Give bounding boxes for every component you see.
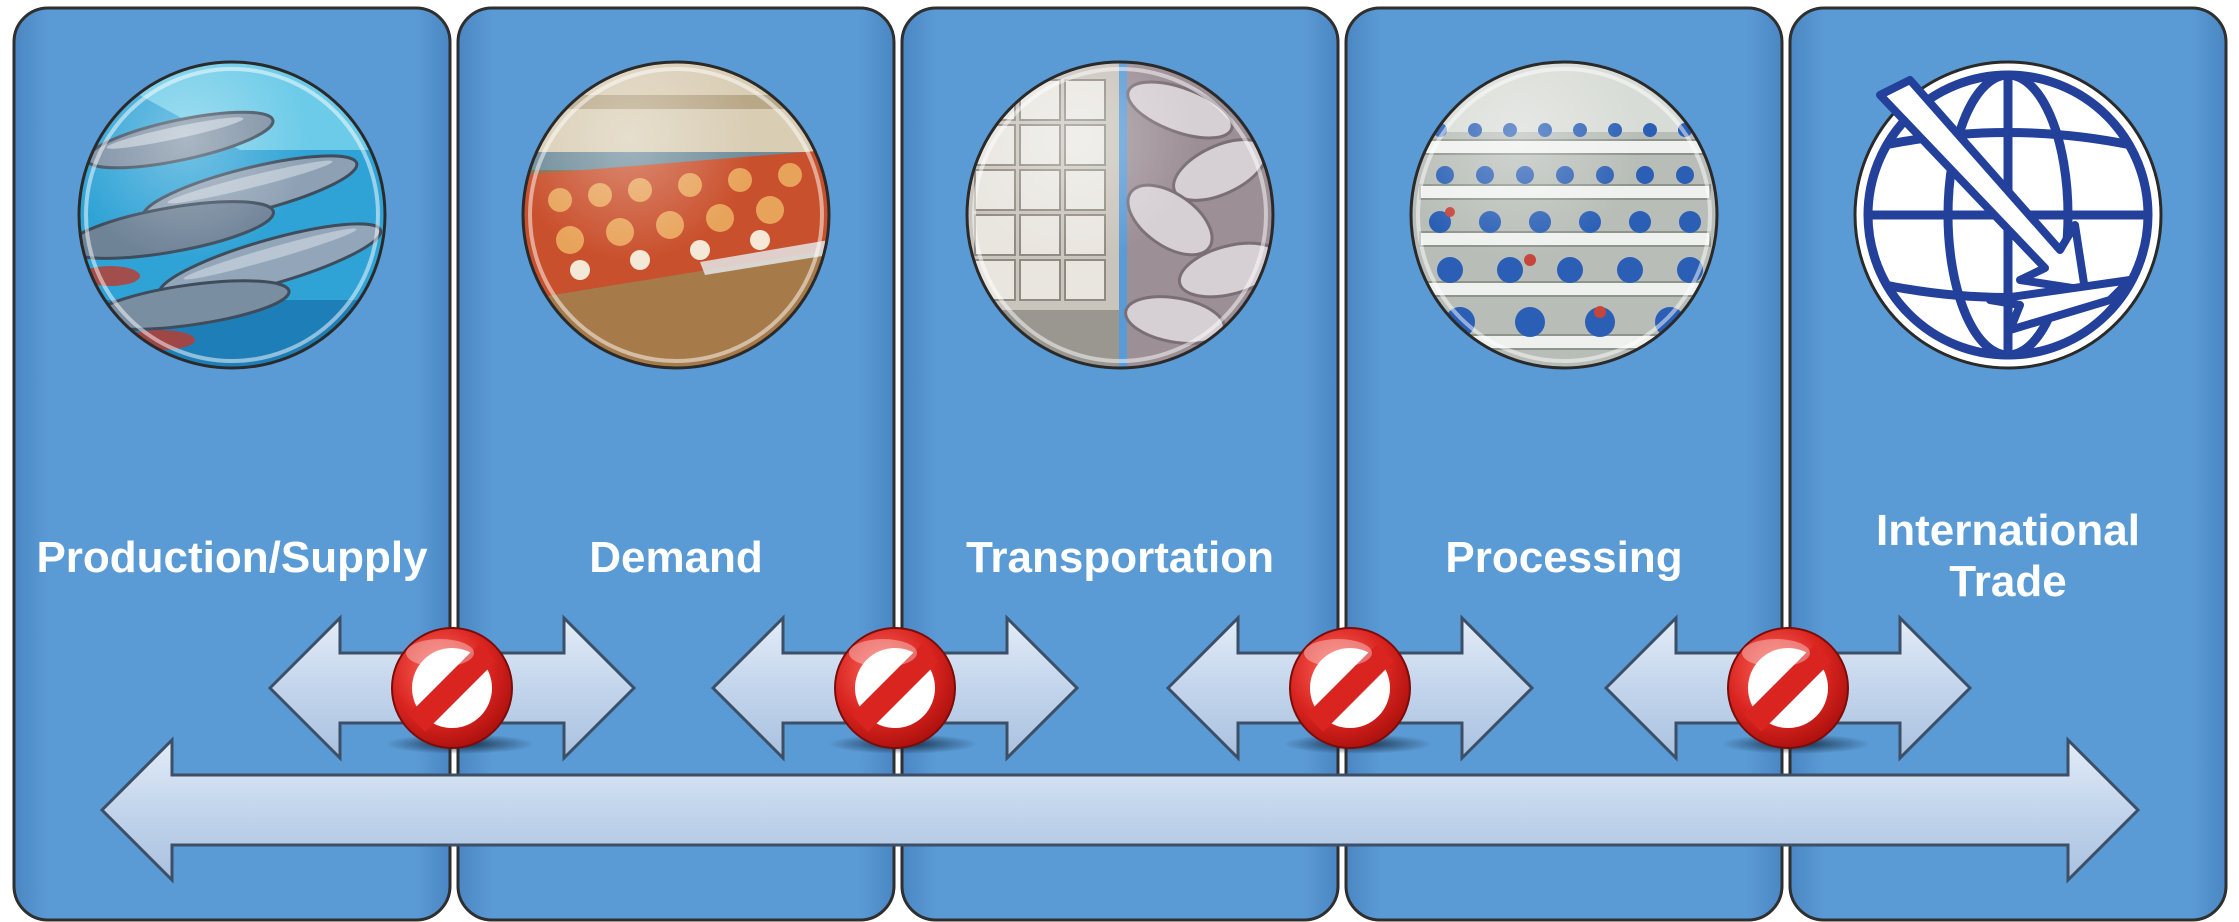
no-entry-icon [828, 627, 978, 754]
title-production: Production/Supply [36, 533, 428, 582]
processing-plant-workers-photo [1409, 60, 1719, 370]
panel-titles: Production/Supply Demand Transportation … [36, 506, 2140, 606]
no-entry-icon [1283, 627, 1433, 754]
seafood-market-counter-photo [521, 60, 831, 370]
connector-arrow-processing-trade [1603, 614, 1973, 762]
cold-storage-and-frozen-fish-photo [965, 60, 1275, 370]
title-trade-line2: Trade [1949, 557, 2066, 606]
title-processing: Processing [1445, 533, 1682, 582]
spanning-double-arrow [99, 736, 2141, 884]
connector-arrow-demand-transportation [710, 614, 1080, 762]
title-demand: Demand [589, 533, 763, 582]
no-entry-icon [385, 627, 535, 754]
connectors [267, 614, 1973, 762]
title-trade-line1: International [1876, 506, 2140, 555]
no-entry-icon [1721, 627, 1871, 754]
connector-arrow-transportation-processing [1165, 614, 1535, 762]
title-transportation: Transportation [966, 533, 1274, 582]
connector-arrow-production-demand [267, 614, 637, 762]
globe-with-arrows-icon [1853, 60, 2163, 370]
